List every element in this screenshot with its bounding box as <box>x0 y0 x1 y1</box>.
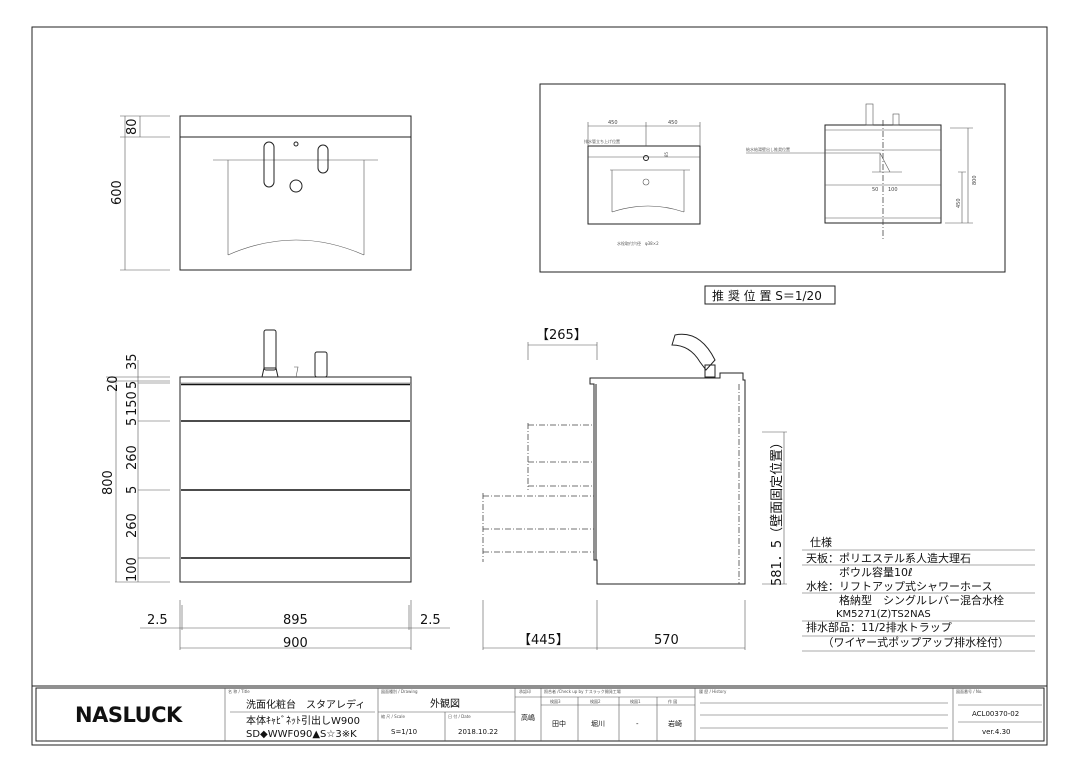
title-block-date-label: 日 付 / Date <box>448 713 471 719</box>
front-view-dims-bottom-total: 900 <box>283 636 308 651</box>
title-block-scale-label: 縮 尺 / Scale <box>381 713 405 719</box>
spec-lines-3: 格納型 シングルレバー混合水栓 <box>806 593 1004 607</box>
title-block-drawing: 外観図 <box>430 697 460 710</box>
front-view-dims-left-0: 35 <box>125 353 140 370</box>
title-block-no-label: 図面番号 / No. <box>956 688 983 694</box>
shower-faucet-icon <box>671 333 716 371</box>
faucet-icon <box>263 329 277 371</box>
title-block-checkers-2-role: 検図1 <box>630 698 641 704</box>
front-view-dims-bottom-inner: 895 <box>283 613 308 628</box>
front-view-dims-left-7: 260 <box>125 513 140 538</box>
recommended-position-plan-width-left: 450 <box>608 120 618 126</box>
title-block: NASLUCK 名 称 / Title 洗面化粧台 スタアレディ 本体ｷｬﾋﾞﾈ… <box>32 685 1047 742</box>
inset-label-box <box>704 285 836 305</box>
front-view-dims-left-4: 5 <box>125 418 140 426</box>
title-block-drawing-label: 図面種別 / Drawing <box>381 688 418 694</box>
nasluck-logo: NASLUCK <box>75 703 183 727</box>
title-block-title-line3: SD◆WWF090▲S☆3※K <box>246 729 357 740</box>
dim-depth: 600 <box>110 180 125 205</box>
spec-lines-5: 排水部品：11/2排水トラップ <box>806 620 952 634</box>
spec-table: 仕様 天板：ポリエステル系人造大理石 ボウル容量10ℓ 水栓：リフトアップ式シャ… <box>802 535 1035 652</box>
inset-label: 推 奨 位 置 S＝1/20 <box>712 288 822 303</box>
title-block-scale: S=1/10 <box>391 728 417 736</box>
title-block-version: ver.4.30 <box>982 728 1011 736</box>
recommended-position-plan-drain-note: 排水管立ち上げ位置 <box>584 138 620 144</box>
dim-side-depth: 570 <box>654 633 679 648</box>
recommended-position-elevation-offset-a: 50 <box>872 187 878 193</box>
front-view <box>106 329 412 583</box>
recommended-position-plan-drain-offset: 85 <box>664 151 669 157</box>
title-block-title-label: 名 称 / Title <box>228 688 250 694</box>
recommended-position-elevation-height-total: 800 <box>972 175 978 185</box>
title-block-checkers-1-name: 堀川 <box>591 719 605 728</box>
spec-title: 仕様 <box>810 535 832 549</box>
front-bottom-dims: 2.5 895 2.5 900 <box>140 600 450 651</box>
side-view <box>482 333 787 650</box>
title-block-title-line2: 本体ｷｬﾋﾞﾈｯﾄ引出しW900 <box>246 714 360 727</box>
lever-icon <box>314 351 328 378</box>
dim-wall-fix: 581．5（壁面固定位置） <box>770 436 785 586</box>
spec-lines-6: （ワイヤー式ポップアップ排水栓付） <box>806 635 1009 649</box>
sheet-border <box>31 26 1048 746</box>
front-view-dims-left-8: 100 <box>125 557 140 582</box>
front-view-dims-left-5: 260 <box>125 445 140 470</box>
front-view-dims-left-3: 150 <box>125 391 140 416</box>
lever-icon <box>317 144 329 174</box>
front-view-dims-left-2: 5 <box>125 381 140 389</box>
recommended-position-elevation-offset-b: 100 <box>888 187 898 193</box>
title-block-checkers-1-role: 検図2 <box>590 698 601 704</box>
recommended-position-elevation-supply-note: 給水給湯壁出し推奨位置 <box>746 146 790 152</box>
front-view-dims-bottom-right-gap: 2.5 <box>420 613 441 628</box>
dim-drawer-bottom: 【445】 <box>518 633 569 648</box>
spec-lines-4: KM5271(Z)TS2NAS <box>806 609 931 620</box>
title-block-checkers-3-role: 作 図 <box>668 698 677 704</box>
title-block-title-line1: 洗面化粧台 スタアレディ <box>246 698 365 711</box>
plan-view: 80 600 <box>110 115 412 271</box>
recommended-position-inset: 450 450 排水管立ち上げ位置 85 水栓取付穴径 φ38×2 給水給湯壁出… <box>539 83 1006 273</box>
spec-lines-2: 水栓：リフトアップ式シャワーホース <box>806 579 992 593</box>
spec-lines-1: ボウル容量10ℓ <box>806 565 913 579</box>
recommended-position-plan-width-right: 450 <box>668 120 678 126</box>
title-block-history-label: 履 歴 / History <box>699 688 727 694</box>
front-view-total-height: 800 <box>101 470 116 495</box>
title-block-approver-label: 承認印 <box>519 688 531 694</box>
title-block-checkers-3-name: 岩崎 <box>668 719 682 728</box>
front-left-dims: 35 20 5 150 5 260 5 260 100 800 <box>101 353 140 582</box>
title-block-date: 2018.10.22 <box>458 728 498 736</box>
front-view-dims-left-1: 20 <box>106 375 121 392</box>
title-block-checkers-0-role: 検図3 <box>550 698 561 704</box>
recommended-position-elevation-height-supply: 450 <box>956 198 962 208</box>
front-view-dims-left-6: 5 <box>125 486 140 494</box>
title-block-checkers-0-name: 田中 <box>552 719 566 728</box>
recommended-position-plan-hole-note: 水栓取付穴径 φ38×2 <box>617 240 659 246</box>
dim-drawer-top: 【265】 <box>536 328 587 343</box>
front-view-dims-bottom-left-gap: 2.5 <box>147 613 168 628</box>
dim-top-band: 80 <box>125 118 140 135</box>
spec-lines-0: 天板：ポリエステル系人造大理石 <box>806 551 971 565</box>
faucet-icon <box>263 141 275 188</box>
title-block-checkers-2-name: - <box>636 720 639 728</box>
title-block-approver: 高嶋 <box>521 713 535 722</box>
title-block-number: ACL00370-02 <box>972 710 1019 718</box>
title-block-check-label: 照合者 /Check up by ナスラック開発工場 <box>544 688 621 694</box>
drain-icon <box>289 179 303 193</box>
